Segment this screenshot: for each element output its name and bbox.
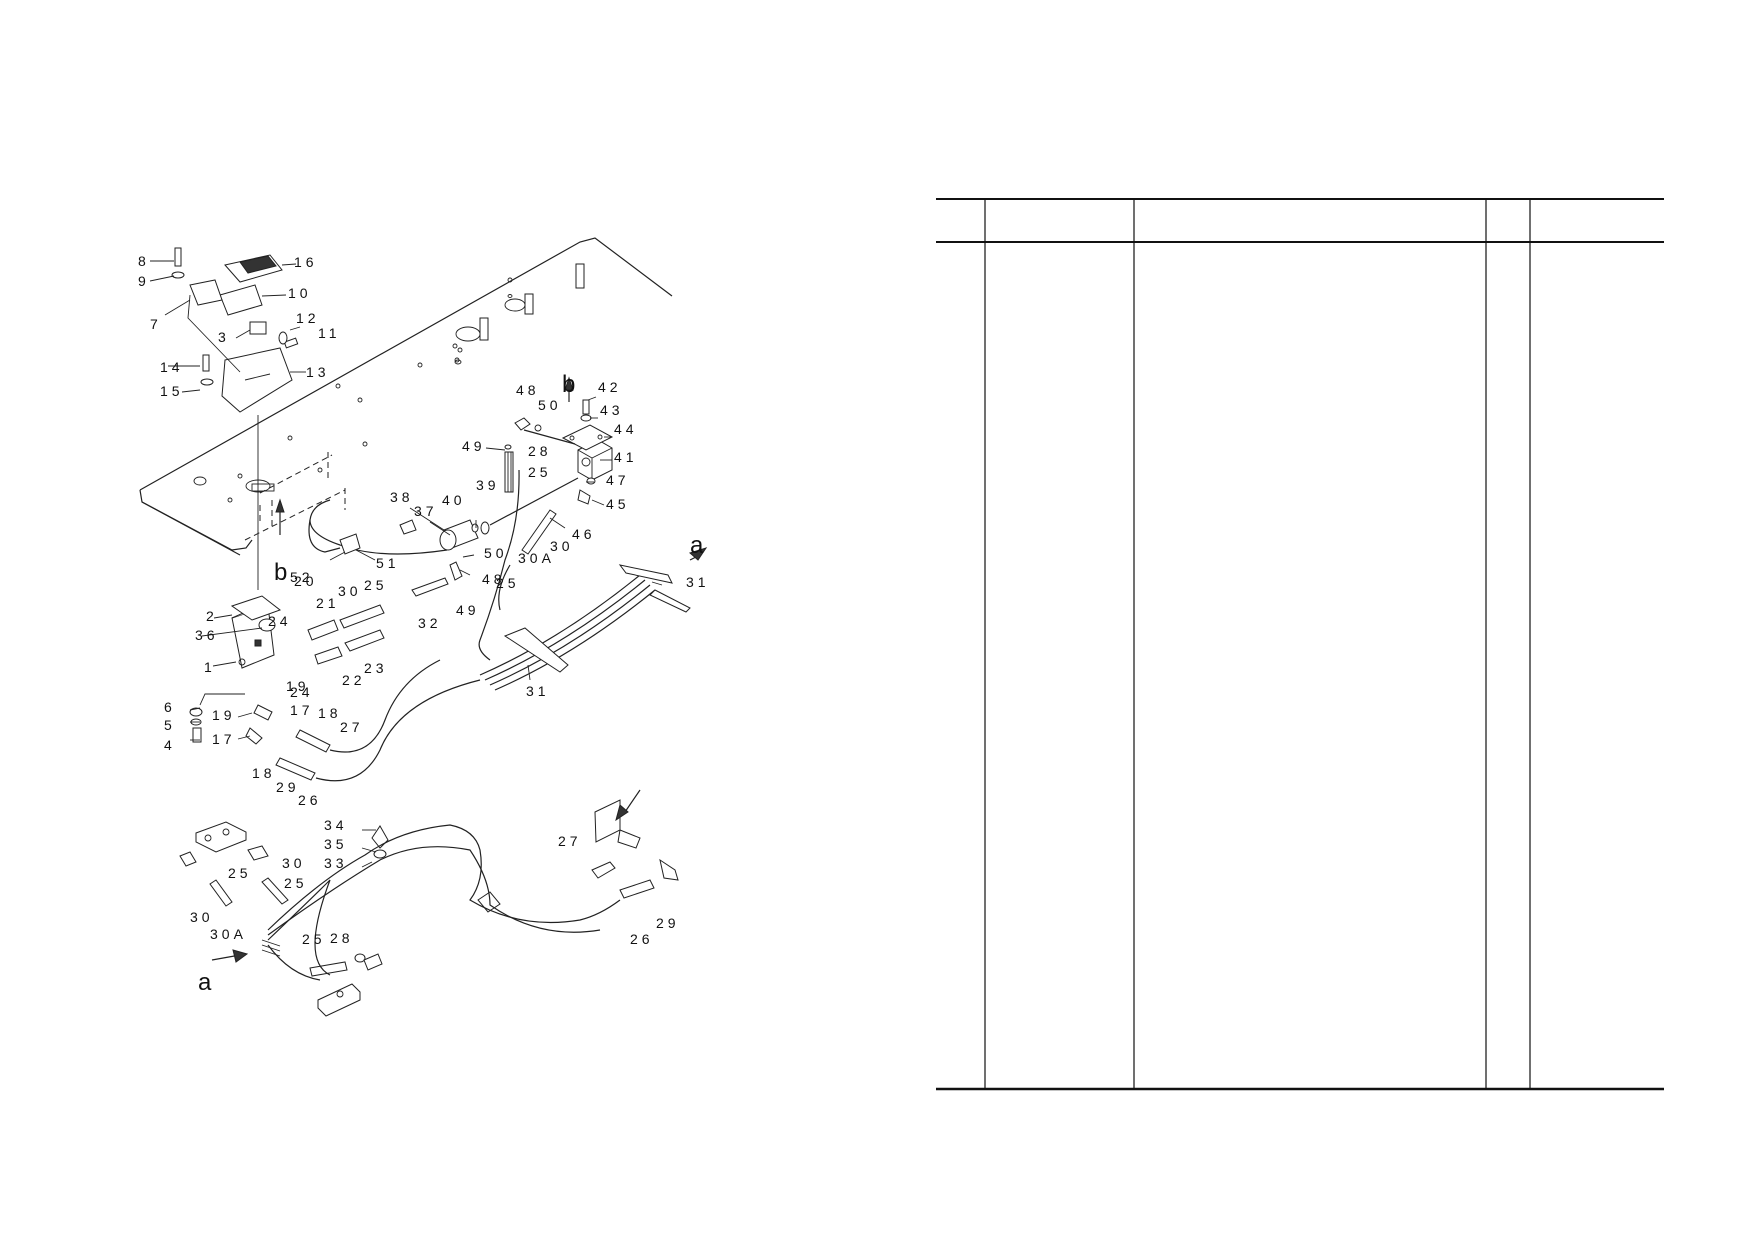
- callout: 38: [390, 489, 414, 505]
- callout: 31: [686, 574, 710, 590]
- callout: 36: [195, 627, 219, 643]
- callout: 23: [364, 660, 388, 676]
- callout: 33: [324, 855, 348, 871]
- callout: 37: [414, 503, 438, 519]
- callout: 29: [276, 779, 300, 795]
- callout: 5: [164, 717, 176, 733]
- callout: 49: [462, 438, 486, 454]
- hoses-upper: [411, 509, 557, 611]
- callout: 25: [528, 464, 552, 480]
- callout: 47: [606, 472, 630, 488]
- callout: 18: [318, 705, 342, 721]
- callout: 50: [484, 545, 508, 561]
- callout: 25: [496, 575, 520, 591]
- callout: 48: [482, 571, 506, 587]
- callout: 26: [298, 792, 322, 808]
- callout: 4: [164, 737, 176, 753]
- callout: 40: [442, 492, 466, 508]
- callout: 30: [338, 583, 362, 599]
- callout: 14: [160, 359, 184, 375]
- callout: 1: [204, 659, 216, 675]
- callout: 18: [252, 765, 276, 781]
- callout: 30: [550, 538, 574, 554]
- callout: 39: [476, 477, 500, 493]
- callout: 19: [212, 707, 236, 723]
- callout: 19: [286, 678, 310, 694]
- view-letters: a b b a: [198, 371, 704, 996]
- callout: 52: [290, 569, 314, 585]
- callout: 28: [528, 443, 552, 459]
- pedal-assembly: [171, 247, 299, 590]
- callout: 13: [306, 364, 330, 380]
- callout: 48: [516, 382, 540, 398]
- callout: 28: [330, 930, 354, 946]
- callout: 34: [324, 817, 348, 833]
- callout: 45: [606, 496, 630, 512]
- callout: 49: [456, 602, 480, 618]
- callout: 25: [228, 865, 252, 881]
- callout: 44: [614, 421, 638, 437]
- callout: 11: [318, 325, 341, 341]
- callout: 15: [160, 383, 184, 399]
- callout: 10: [288, 285, 312, 301]
- callout: 30: [190, 909, 214, 925]
- callout: 22: [342, 672, 366, 688]
- valve-block: [478, 399, 614, 661]
- callout: 31: [526, 683, 550, 699]
- callout: 21: [316, 595, 340, 611]
- view-letter-b: b: [274, 559, 287, 586]
- harness-bundles: [479, 547, 708, 691]
- callout: 24: [268, 613, 292, 629]
- callout: 29: [656, 915, 680, 931]
- callout: 30: [282, 855, 306, 871]
- callout: 42: [598, 379, 622, 395]
- callout: 25: [284, 875, 308, 891]
- callout: 30A: [210, 926, 247, 942]
- callout: 41: [614, 449, 638, 465]
- callout: 8: [138, 253, 150, 269]
- callout: 17: [212, 731, 236, 747]
- callout: 27: [558, 833, 582, 849]
- callout: 2: [206, 608, 218, 624]
- leader-lines: [149, 260, 663, 868]
- callout: 26: [630, 931, 654, 947]
- callout: 25: [364, 577, 388, 593]
- view-letter-b: b: [562, 371, 575, 398]
- callout: 30A: [518, 550, 555, 566]
- callout: 50: [538, 397, 562, 413]
- callout: 9: [138, 273, 150, 289]
- callout: 7: [150, 316, 162, 332]
- callout-labels: 8 9 7 16 10 3 12 11 14 13 15 48 50 42 43…: [138, 253, 710, 947]
- callout: 35: [324, 836, 348, 852]
- switch: [308, 519, 361, 555]
- cylinder: [309, 477, 579, 555]
- callout: 24: [290, 684, 314, 700]
- callout: 6: [164, 699, 176, 715]
- lower-valve: [189, 595, 481, 782]
- view-letter-a: a: [198, 969, 212, 996]
- callout: 16: [294, 254, 318, 270]
- callout: 17: [290, 702, 314, 718]
- detail-view-a: [179, 789, 679, 1017]
- callout: 32: [418, 615, 442, 631]
- callout: 20: [294, 573, 318, 589]
- callout: 3: [218, 329, 230, 345]
- view-b-guide: [244, 376, 574, 541]
- view-letter-a: a: [690, 532, 704, 559]
- callout: 46: [572, 526, 596, 542]
- callout: 51: [376, 555, 400, 571]
- callout: 12: [296, 310, 320, 326]
- callout: 25: [302, 931, 326, 947]
- callout: 43: [600, 402, 624, 418]
- callout: 27: [340, 719, 364, 735]
